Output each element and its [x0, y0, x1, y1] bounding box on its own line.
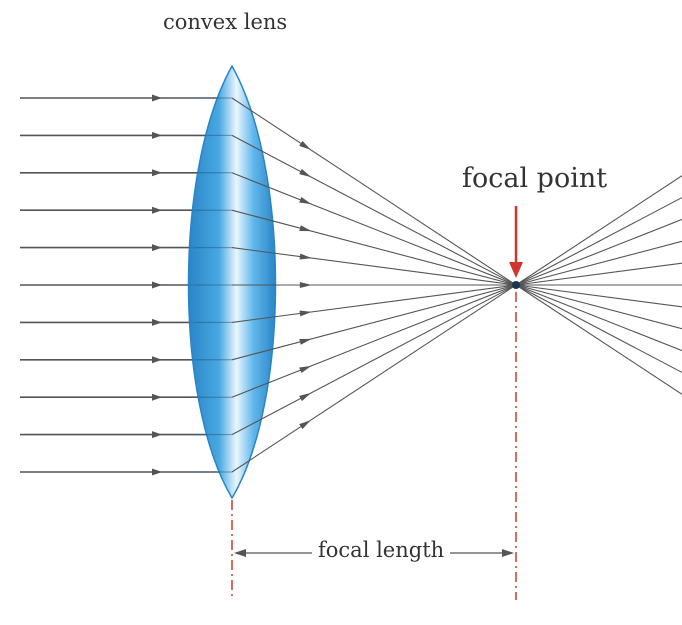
- focal-point-marker: [512, 281, 520, 289]
- diverging-ray: [515, 284, 682, 395]
- diverging-ray: [515, 284, 682, 352]
- incident-ray-arrow: [152, 206, 162, 214]
- diverging-ray: [515, 284, 682, 373]
- lens-shape-group: [187, 64, 277, 500]
- refracted-ray: [231, 284, 517, 361]
- refracted-ray-arrow: [299, 338, 312, 345]
- incident-ray-arrow: [152, 131, 162, 139]
- incident-ray-arrow: [152, 318, 162, 326]
- refracted-ray-arrow: [299, 253, 312, 260]
- refracted-ray: [231, 284, 517, 323]
- refracted-rays: [231, 97, 682, 473]
- diverging-ray: [515, 175, 682, 286]
- diverging-ray: [515, 262, 682, 286]
- refracted-ray: [231, 172, 517, 286]
- incident-ray-arrow: [152, 468, 162, 476]
- incident-ray-arrow: [152, 281, 162, 289]
- refracted-ray: [231, 284, 517, 398]
- focal-point-arrowhead: [509, 262, 523, 278]
- refracted-ray: [231, 209, 517, 286]
- refracted-ray: [231, 247, 517, 286]
- refracted-ray-arrow: [299, 310, 312, 317]
- convex-lens: [187, 64, 277, 500]
- incident-ray-arrow: [152, 94, 162, 102]
- focal-length-left-arrow: [234, 549, 246, 557]
- focal-point-label: focal point: [462, 163, 608, 194]
- incident-ray-arrow: [152, 393, 162, 401]
- refracted-ray-arrow: [299, 225, 312, 232]
- refracted-ray: [231, 134, 517, 286]
- lens-label: convex lens: [163, 10, 288, 34]
- refracted-ray: [231, 97, 517, 286]
- refracted-ray: [231, 284, 517, 473]
- diverging-ray: [515, 218, 682, 286]
- diverging-ray: [515, 284, 682, 330]
- refracted-ray-arrow: [299, 168, 312, 178]
- diverging-ray: [515, 284, 682, 308]
- refracted-ray-arrow: [299, 282, 312, 288]
- incident-ray-arrow: [152, 169, 162, 177]
- incident-ray-arrow: [152, 431, 162, 439]
- refracted-ray: [231, 284, 517, 436]
- diverging-ray: [515, 197, 682, 286]
- focal-length-right-arrow: [502, 549, 514, 557]
- refracted-ray-arrow: [299, 392, 312, 402]
- incident-ray-arrow: [152, 356, 162, 364]
- refracted-ray-arrow: [299, 420, 311, 430]
- refracted-ray-arrow: [299, 196, 312, 205]
- incident-ray-arrow: [152, 244, 162, 252]
- refracted-ray-arrow: [299, 140, 311, 150]
- diverging-ray: [515, 240, 682, 286]
- focal-length-label: focal length: [312, 538, 451, 562]
- refracted-ray-arrow: [299, 365, 312, 374]
